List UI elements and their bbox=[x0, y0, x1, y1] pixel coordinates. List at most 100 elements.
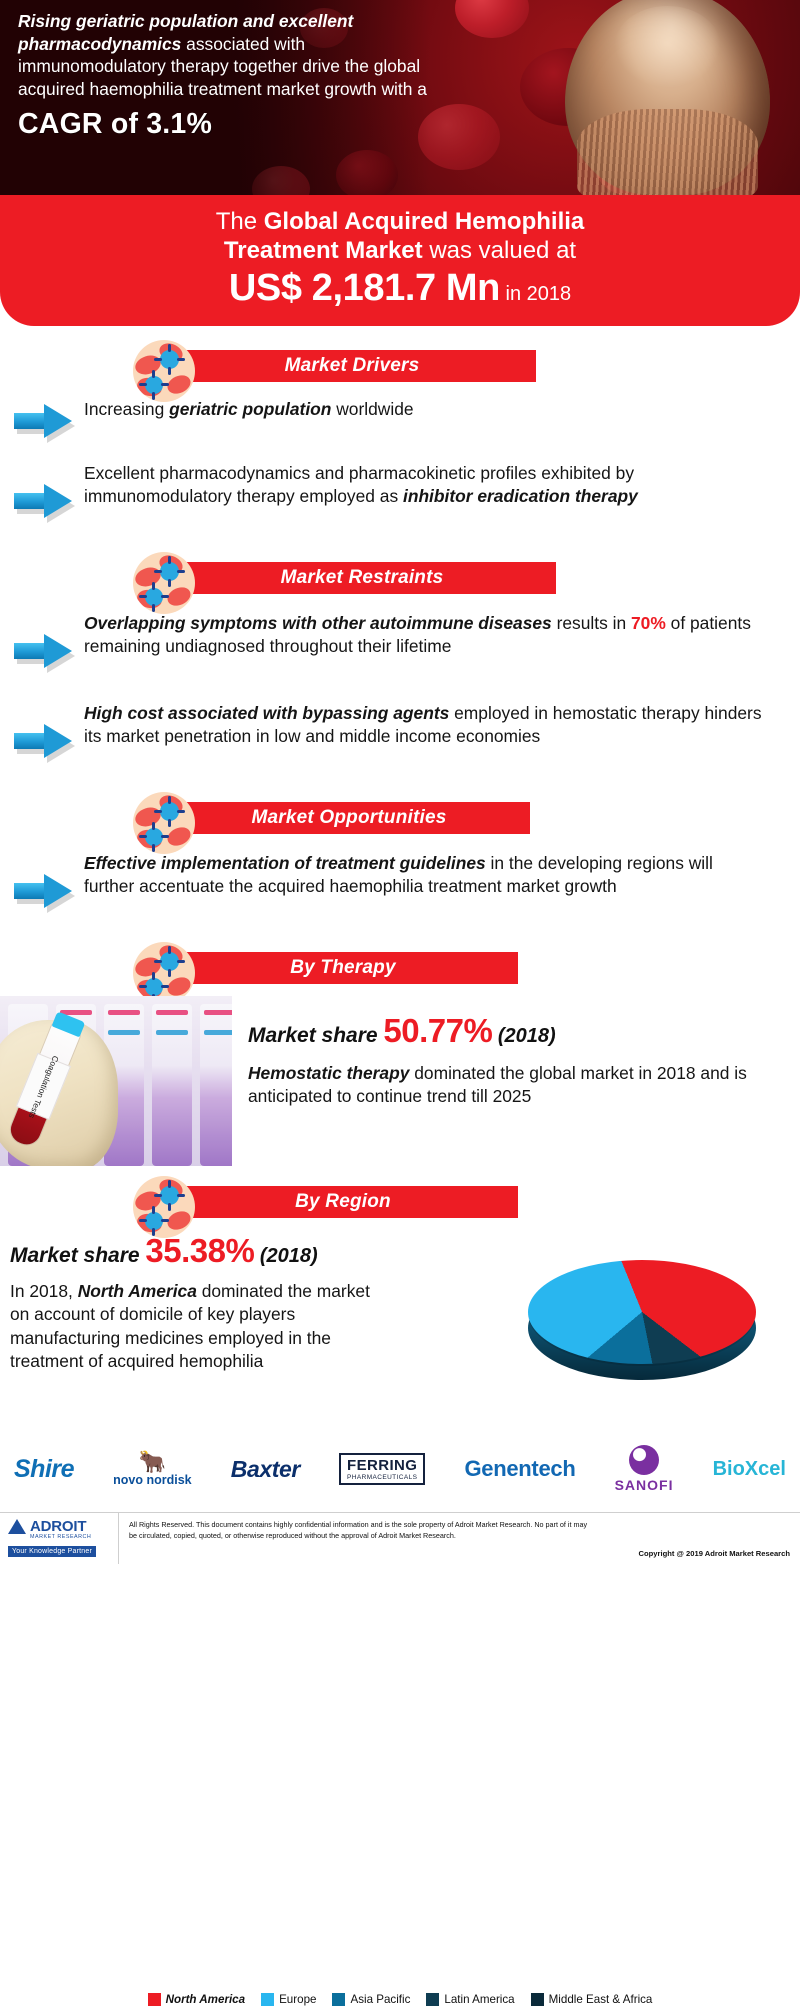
section-title: Market Opportunities bbox=[251, 807, 447, 829]
driver-1-post: worldwide bbox=[331, 399, 414, 420]
region-description: In 2018, North America dominated the mar… bbox=[10, 1280, 370, 1373]
therapy-description: Hemostatic therapy dominated the global … bbox=[248, 1062, 784, 1109]
restraint-text-1: Overlapping symptoms with other autoimmu… bbox=[84, 612, 800, 658]
coagulation-lab-photo: Coagulation Tests bbox=[0, 996, 232, 1167]
driver-2-pre: Excellent pharmacodynamics and pharmacok… bbox=[84, 463, 635, 507]
bioxcel-part-x: X bbox=[744, 1457, 759, 1480]
sanofi-mark-icon bbox=[629, 1445, 660, 1476]
section-title: Market Restraints bbox=[280, 567, 444, 589]
restraint-2-bold: High cost associated with bypassing agen… bbox=[84, 703, 450, 724]
region-desc-pre: In 2018, bbox=[10, 1281, 78, 1302]
hero-headline: Rising geriatric population and excellen… bbox=[18, 10, 438, 143]
driver-1-bold: geriatric population bbox=[169, 399, 332, 420]
section-header-market-restraints: Market Restraints bbox=[0, 552, 800, 615]
logo-ferring: FERRING PHARMACEUTICALS bbox=[339, 1441, 426, 1497]
blood-cells-badge-icon bbox=[133, 942, 195, 1005]
therapy-share-year: (2018) bbox=[492, 1025, 556, 1048]
adroit-tagline: Your Knowledge Partner bbox=[8, 1546, 97, 1558]
value-banner-line2-rest: was valued at bbox=[422, 237, 577, 265]
adroit-brand-sub: MARKET RESEARCH bbox=[30, 1534, 92, 1541]
blood-cells-badge-icon bbox=[133, 1176, 195, 1239]
by-region-copy: Market share 35.38% (2018) In 2018, Nort… bbox=[10, 1232, 370, 1373]
restraint-2-mid: employed in hemostatic therapy hinders i… bbox=[84, 703, 762, 747]
section-header-market-opportunities: Market Opportunities bbox=[0, 792, 800, 855]
logo-baxter: Baxter bbox=[231, 1441, 301, 1497]
hero-headline-bold: Rising geriatric population and excellen… bbox=[18, 11, 354, 54]
section-bar: Market Drivers bbox=[168, 350, 536, 383]
disclaimer-line-2: be circulated, copied, quoted, or otherw… bbox=[129, 1530, 456, 1540]
footer-disclaimer-block: All Rights Reserved. This document conta… bbox=[118, 1513, 800, 1565]
opportunity-1-bold: Effective implementation of treatment gu… bbox=[84, 853, 486, 874]
region-share-year: (2018) bbox=[254, 1245, 318, 1268]
driver-1-pre: Increasing bbox=[84, 399, 170, 420]
restraint-text-2: High cost associated with bypassing agen… bbox=[84, 702, 800, 748]
market-value-banner: The Global Acquired Hemophilia Treatment… bbox=[0, 195, 800, 327]
driver-text-1: Increasing geriatric population worldwid… bbox=[84, 398, 800, 421]
logo-genentech-text: Genentech bbox=[464, 1456, 576, 1482]
value-banner-line1: The Global Acquired Hemophilia bbox=[40, 207, 760, 236]
right-arrow-icon bbox=[14, 484, 75, 524]
section-bar: By Therapy bbox=[168, 952, 518, 985]
region-market-share-line: Market share 35.38% (2018) bbox=[10, 1232, 370, 1270]
logo-sanofi-text: SANOFI bbox=[614, 1477, 674, 1494]
pie-chart-slices bbox=[528, 1260, 756, 1365]
by-region-block: Market share 35.38% (2018) In 2018, Nort… bbox=[0, 1232, 800, 1414]
arrow-bullet bbox=[0, 398, 84, 444]
blood-cell-icon bbox=[455, 0, 529, 38]
therapy-share-label: Market share bbox=[248, 1024, 384, 1048]
opportunity-row-1: Effective implementation of treatment gu… bbox=[0, 852, 800, 928]
hero-banner: Rising geriatric population and excellen… bbox=[0, 0, 800, 195]
arrow-bullet bbox=[0, 612, 84, 688]
section-bar: By Region bbox=[168, 1186, 518, 1219]
market-value-year: in 2018 bbox=[499, 283, 572, 306]
driver-row-1: Increasing geriatric population worldwid… bbox=[0, 398, 800, 444]
logo-novo-nordisk-text: novo nordisk bbox=[113, 1473, 192, 1488]
therapy-desc-rest: dominated the global market in 2018 and … bbox=[248, 1063, 747, 1107]
disclaimer-line-1: All Rights Reserved. This document conta… bbox=[129, 1520, 588, 1530]
driver-row-2: Excellent pharmacodynamics and pharmacok… bbox=[0, 462, 800, 538]
right-arrow-icon bbox=[14, 634, 75, 674]
elderly-man-photo bbox=[565, 0, 770, 195]
right-arrow-icon bbox=[14, 874, 75, 914]
arrow-bullet bbox=[0, 462, 84, 538]
logo-shire: Shire bbox=[14, 1441, 75, 1497]
therapy-desc-bold: Hemostatic therapy bbox=[248, 1063, 410, 1084]
hero-headline-rest: associated with immunomodulatory therapy… bbox=[18, 33, 427, 99]
by-therapy-copy: Market share 50.77% (2018) Hemostatic th… bbox=[248, 1012, 784, 1109]
hero-cagr: CAGR of 3.1% bbox=[18, 107, 213, 140]
logo-shire-text: Shire bbox=[14, 1454, 75, 1483]
therapy-market-share-line: Market share 50.77% (2018) bbox=[248, 1012, 784, 1050]
adroit-triangle-icon bbox=[8, 1519, 26, 1535]
hero-gradient-overlay bbox=[0, 0, 430, 195]
adroit-brand-block: ADROIT MARKET RESEARCH Your Knowledge Pa… bbox=[0, 1513, 118, 1564]
logo-ferring-name: FERRING bbox=[347, 1457, 418, 1475]
value-banner-line1-pre: The bbox=[215, 208, 264, 235]
logo-bioxcel: BioXcel bbox=[713, 1441, 786, 1497]
value-banner-line2: Treatment Market was valued at bbox=[40, 236, 760, 266]
value-banner-line2-bold: Treatment Market bbox=[223, 237, 423, 265]
blood-cells-badge-icon bbox=[133, 792, 195, 855]
company-logo-strip: Shire 🐂 novo nordisk Baxter FERRING PHAR… bbox=[0, 1426, 800, 1512]
therapy-share-value: 50.77% bbox=[383, 1012, 493, 1050]
driver-text-2: Excellent pharmacodynamics and pharmacok… bbox=[84, 462, 800, 508]
restraint-1-mid: results in bbox=[551, 613, 631, 634]
arrow-bullet bbox=[0, 852, 84, 928]
region-pie-chart bbox=[508, 1238, 778, 1408]
section-header-by-therapy: By Therapy bbox=[0, 942, 800, 1005]
blood-cells-badge-icon bbox=[133, 552, 195, 615]
section-bar: Market Restraints bbox=[168, 562, 556, 595]
section-title: By Therapy bbox=[290, 957, 396, 979]
right-arrow-icon bbox=[14, 404, 75, 444]
opportunity-text-1: Effective implementation of treatment gu… bbox=[84, 852, 800, 898]
logo-genentech: Genentech bbox=[464, 1441, 575, 1497]
restraint-1-post: of patients remaining undiagnosed throug… bbox=[84, 613, 751, 657]
restraint-row-2: High cost associated with bypassing agen… bbox=[0, 702, 800, 778]
market-value-amount: US$ 2,181.7 Mn in 2018 bbox=[40, 267, 760, 310]
logo-bioxcel-text: BioXcel bbox=[713, 1458, 786, 1481]
section-header-market-drivers: Market Drivers bbox=[0, 340, 800, 403]
logo-sanofi: SANOFI bbox=[615, 1441, 674, 1497]
arrow-bullet bbox=[0, 702, 84, 778]
section-title: Market Drivers bbox=[284, 355, 420, 377]
right-arrow-icon bbox=[14, 724, 75, 764]
logo-ferring-sub: PHARMACEUTICALS bbox=[347, 1474, 418, 1482]
